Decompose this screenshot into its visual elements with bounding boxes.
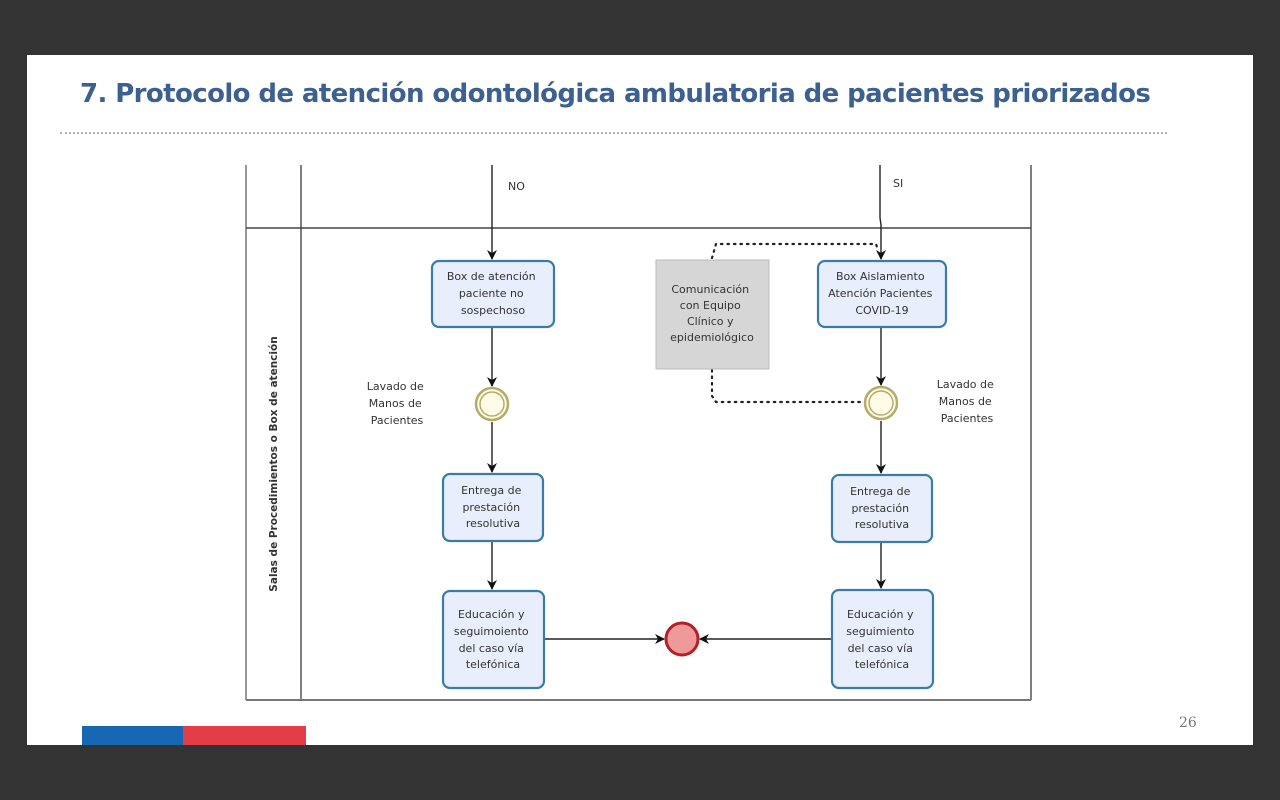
branch-label-si: SI: [893, 177, 903, 190]
pool-frame: [245, 165, 1032, 701]
svg-text:Entrega de prestación: Entrega de prestación resolutiva: [461, 484, 525, 530]
event-handwash-left[interactable]: [474, 386, 510, 422]
task-box-no-suspect[interactable]: Box de atención paciente no sospechoso: [430, 259, 556, 329]
branch-label-no: NO: [508, 180, 525, 193]
footer-bar-red: [183, 726, 306, 745]
page-title: 7. Protocolo de atención odontológica am…: [80, 79, 1151, 109]
task-box-education-left[interactable]: Educación y seguimoiento del caso vía te…: [441, 589, 546, 690]
page-number: 26: [1179, 715, 1197, 731]
event-handwash-right[interactable]: [863, 385, 899, 421]
event-label-left: Lavado de Manos de Pacientes: [367, 380, 428, 427]
svg-text:Box Aislamiento Atención: Box Aislamiento Atención Pacientes COVID…: [828, 270, 936, 317]
svg-text:Comunicación con Equipo: Comunicación con Equipo Clínico y epidem…: [670, 283, 754, 344]
task-box-delivery-right[interactable]: Entrega de prestación resolutiva: [830, 473, 934, 544]
end-event[interactable]: [664, 621, 700, 657]
task-box-education-right[interactable]: Educación y seguimiento del caso vía tel…: [830, 588, 935, 690]
task-box-covid-isolation[interactable]: Box Aislamiento Atención Pacientes COVID…: [816, 259, 948, 329]
slide: 7. Protocolo de atención odontológica am…: [27, 55, 1253, 745]
lane-label: Salas de Procedimientos o Box de atenció…: [268, 336, 280, 591]
title-divider: [60, 132, 1167, 134]
svg-text:Entrega de prestación: Entrega de prestación resolutiva: [850, 485, 914, 531]
svg-text:Educación y seguimoiento: Educación y seguimoiento del caso vía te…: [454, 608, 532, 671]
event-label-right: Lavado de Manos de Pacientes: [937, 378, 998, 425]
sequence-flows: [487, 165, 886, 644]
svg-text:Box de atención paciente: Box de atención paciente no sospechoso: [447, 270, 539, 317]
association-dotted: [710, 242, 880, 404]
annotation-communication: Comunicación con Equipo Clínico y epidem…: [655, 259, 770, 370]
svg-text:Educación y seguimiento: Educación y seguimiento del caso vía tel…: [846, 608, 918, 671]
task-box-delivery-left[interactable]: Entrega de prestación resolutiva: [441, 472, 545, 543]
footer-bar-blue: [82, 726, 183, 745]
